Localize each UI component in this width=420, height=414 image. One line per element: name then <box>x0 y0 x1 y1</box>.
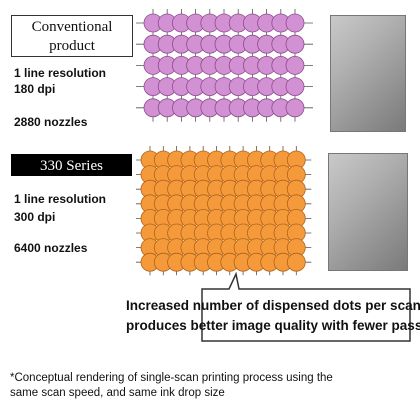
conventional-dot <box>285 98 305 118</box>
callout-line-1: Increased number of dispensed dots per s… <box>126 298 420 313</box>
conventional-dot <box>285 56 305 75</box>
footnote-line-1: *Conceptual rendering of single-scan pri… <box>10 372 333 384</box>
conventional-nozzles-label: 2880 nozzles <box>14 115 88 129</box>
callout-text: Increased number of dispensed dots per s… <box>126 296 420 336</box>
conventional-dpi-label: 180 dpi <box>14 82 56 96</box>
conventional-product-label: Conventional product <box>11 15 133 57</box>
conventional-dot <box>285 13 305 33</box>
series-330-label: 330 Series <box>11 154 132 176</box>
conventional-print-result-swatch <box>330 15 406 132</box>
footnote: *Conceptual rendering of single-scan pri… <box>10 371 410 401</box>
conventional-resolution-label: 1 line resolution <box>14 66 107 80</box>
conventional-dot <box>285 34 305 54</box>
series-330-resolution-label: 1 line resolution <box>14 192 107 206</box>
series-330-dpi-label: 300 dpi <box>14 210 56 224</box>
series-330-nozzles-label: 6400 nozzles <box>14 241 88 255</box>
footnote-line-2: same scan speed, and same ink drop size <box>10 387 225 399</box>
series-330-dot <box>286 252 306 272</box>
conventional-dot <box>285 77 305 96</box>
callout-line-2: produces better image quality with fewer… <box>126 318 420 333</box>
series-330-print-result-swatch <box>328 153 408 271</box>
series-330-dot-grid <box>136 146 312 276</box>
conventional-dot-grid <box>136 9 313 122</box>
